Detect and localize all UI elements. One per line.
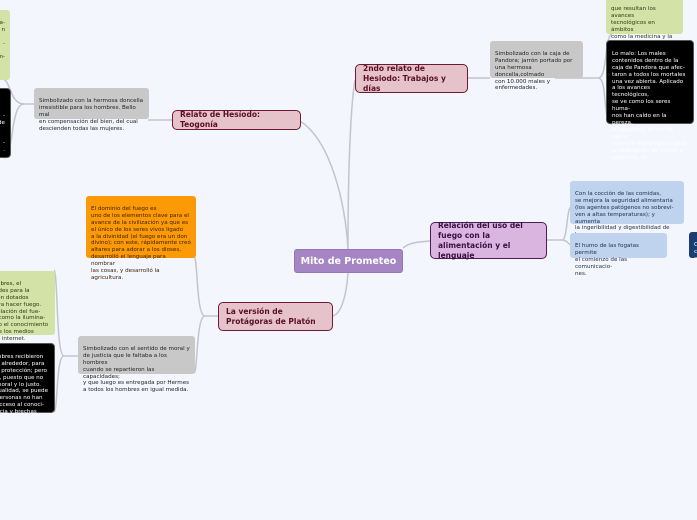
topic-teogonia-label: Relato de Hesíodo: Teogonía [180, 110, 260, 129]
note-protagoras-dominio-fuego[interactable]: El dominio del fuego es uno de los eleme… [86, 196, 196, 281]
note-text: Lo malo: Los males contenidos dentro de … [612, 50, 686, 161]
note-alimentacion-humo[interactable]: El humo de las fogatas permite el comien… [570, 233, 667, 277]
note-teogonia-green-partial[interactable]: a- n - m- [0, 10, 10, 80]
note-protagoras-green-partial[interactable]: mbres, el ades para la ron dotados ara h… [0, 271, 55, 342]
topic-protagoras-platon[interactable]: La versión de Protágoras de Platón [218, 302, 333, 331]
central-topic-mito-de-prometeo[interactable]: Mito de Prometeo [294, 249, 403, 273]
topic-teogonia[interactable]: Relato de Hesíodo: Teogonía [172, 110, 301, 130]
note-text: El humo de las fogatas permite el comien… [575, 242, 639, 277]
topic-alimentacion-label: Relación del uso del fuego con la alimen… [438, 220, 523, 260]
note-alimentacion-coccion[interactable]: Con la cocción de las comidas, se mejora… [570, 181, 684, 245]
note-protagoras-black-partial[interactable]: mbres recibieron u alrededor, para a pro… [0, 343, 55, 422]
note-text: - de - . [0, 112, 5, 154]
topic-alimentacion-lenguaje[interactable]: Relación del uso del fuego con la alimen… [430, 220, 547, 260]
note-trabajos-green-partial[interactable]: que resultan los avances tecnológicos en… [606, 0, 683, 53]
central-topic-label: Mito de Prometeo [300, 255, 397, 267]
note-text: El dominio del fuego es uno de los eleme… [91, 205, 191, 281]
note-text: mbres, el ades para la ron dotados ara h… [0, 280, 49, 343]
note-text: Simbolizado con el sentido de moral y de… [83, 345, 190, 394]
note-trabajos-lo-malo[interactable]: Lo malo: Los males contenidos dentro de … [606, 40, 694, 161]
note-protagoras-moral-justicia[interactable]: Simbolizado con el sentido de moral y de… [78, 336, 195, 393]
topic-protagoras-label: La versión de Protágoras de Platón [226, 306, 316, 326]
note-teogonia-pandora[interactable]: Simbolizado con la hermosa doncella irre… [34, 88, 149, 132]
note-text: Simbolizado con la caja de Pandora; jarr… [495, 50, 573, 92]
note-trabajos-caja-pandora[interactable]: Simbolizado con la caja de Pandora; jarr… [490, 41, 583, 91]
note-text: Simbolizado con la hermosa doncella irre… [39, 97, 144, 132]
note-text: a- n - m- [0, 19, 5, 61]
topic-trabajos-label: 2ndo relato de Hesiodo: Trabajos y días [363, 63, 446, 93]
topic-trabajos-y-dias[interactable]: 2ndo relato de Hesiodo: Trabajos y días [355, 64, 468, 93]
note-alimentacion-darkblue-partial[interactable]: C c e [689, 232, 697, 262]
note-text: C c e [694, 241, 697, 262]
note-text: mbres recibieron u alrededor, para a pro… [0, 353, 49, 422]
note-teogonia-black-partial[interactable]: - de - . [0, 88, 11, 158]
